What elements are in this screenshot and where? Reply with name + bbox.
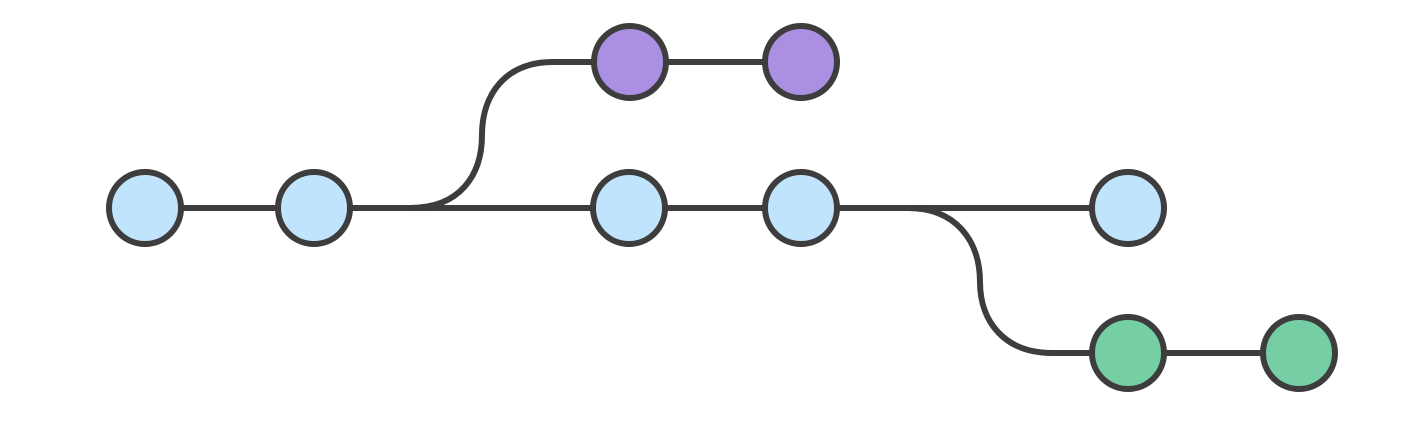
- commits-layer: [106, 23, 1338, 392]
- commit-node-c2: [275, 169, 353, 247]
- commit-node-b2: [1260, 314, 1338, 392]
- commit-node-t2: [762, 23, 840, 101]
- edge-c2-t1: [347, 59, 597, 211]
- commit-node-c3: [590, 169, 668, 247]
- edge-c4-b1: [834, 205, 1095, 356]
- commit-node-t1: [591, 23, 669, 101]
- commit-node-c5: [1089, 169, 1167, 247]
- commit-node-b1: [1089, 314, 1167, 392]
- commit-node-c4: [762, 169, 840, 247]
- commit-node-c1: [106, 169, 184, 247]
